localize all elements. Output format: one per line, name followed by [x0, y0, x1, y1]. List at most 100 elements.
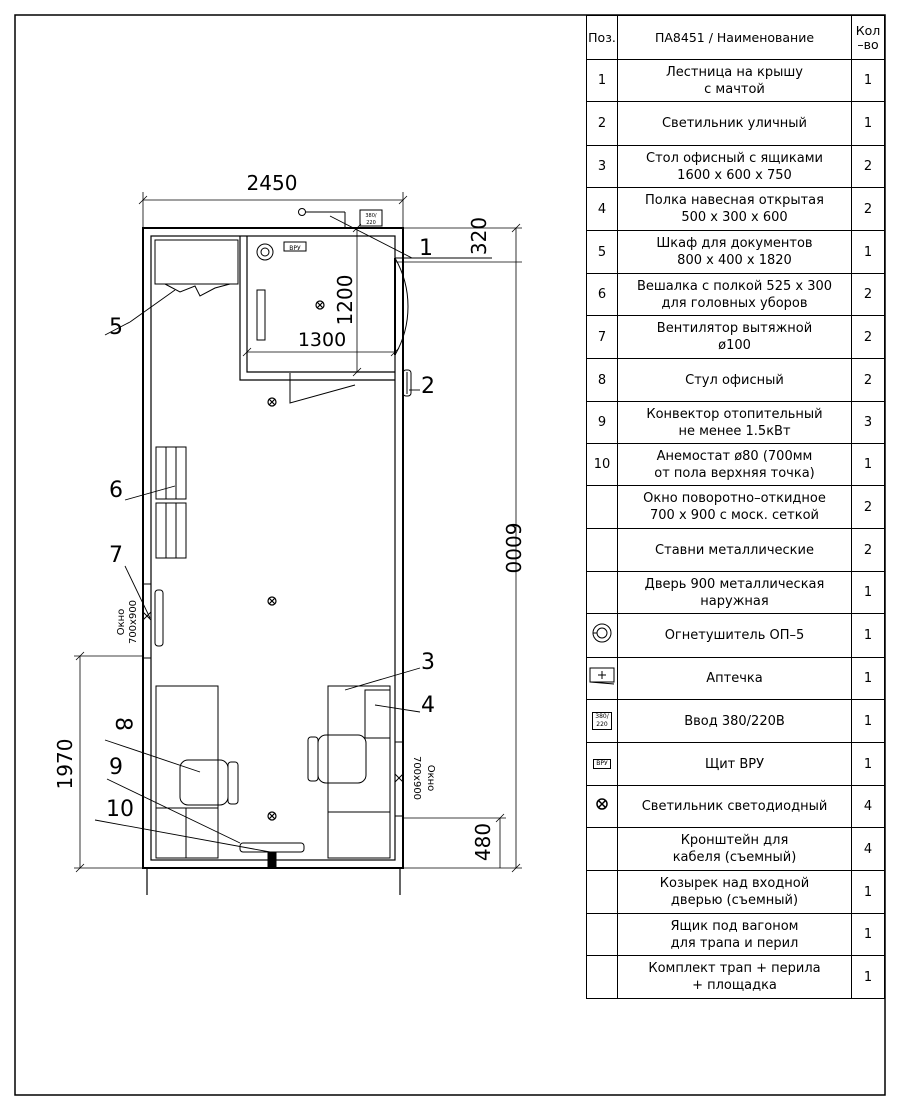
- row-pos: 4: [586, 187, 618, 231]
- dim-1970: 1970: [53, 739, 77, 790]
- row-name: Лестница на крышу с мачтой: [617, 59, 852, 102]
- dim-width: 2450: [247, 171, 298, 195]
- row-pos: [586, 955, 618, 999]
- office-furniture: [155, 685, 391, 859]
- vestibule-equipment: [256, 241, 307, 341]
- row-qty: 1: [851, 443, 885, 486]
- row-qty: 1: [851, 657, 885, 700]
- callout-6: 6: [109, 478, 123, 503]
- row-name: Ставни металлические: [617, 528, 852, 572]
- drawing-frame: [14, 14, 886, 1096]
- header-name: ПА8451 / Наименование: [617, 15, 852, 60]
- vru-panel-icon: ВРУ: [593, 759, 611, 769]
- row-name: Вентилятор вытяжной ø100: [617, 315, 852, 359]
- table-row: Окно поворотно–откидное 700 x 900 с моск…: [586, 485, 885, 529]
- row-pos: 5: [586, 230, 618, 274]
- row-name: Ящик под вагоном для трапа и перил: [617, 913, 852, 956]
- left-window-size: 700x900: [128, 600, 139, 644]
- header-pos: Поз.: [586, 15, 618, 60]
- row-pos: 8: [586, 358, 618, 402]
- row-name: Комплект трап + перила + площадка: [617, 955, 852, 999]
- row-name: Козырек над входной дверью (съемный): [617, 870, 852, 914]
- row-qty: 1: [851, 955, 885, 999]
- row-pos: [586, 657, 618, 700]
- callout-5: 5: [109, 315, 123, 340]
- callout-10: 10: [106, 797, 134, 822]
- vvod-label-top: 380/: [365, 213, 377, 219]
- callout-1: 1: [419, 236, 433, 261]
- row-pos: [586, 870, 618, 914]
- left-window: [142, 583, 164, 659]
- row-qty: 1: [851, 699, 885, 743]
- roof-ladder: [298, 208, 383, 228]
- row-pos: 9: [586, 401, 618, 444]
- row-name: Стол офисный с ящиками 1600 x 600 x 750: [617, 145, 852, 188]
- table-row: Кронштейн для кабеля (съемный)4: [586, 827, 885, 871]
- row-qty: 2: [851, 358, 885, 402]
- extinguisher-icon: [591, 622, 613, 649]
- row-name: Светильник уличный: [617, 101, 852, 146]
- row-pos: [586, 528, 618, 572]
- led-lights: [267, 300, 325, 821]
- row-qty: 4: [851, 785, 885, 828]
- row-name: Аптечка: [617, 657, 852, 700]
- row-qty: 3: [851, 401, 885, 444]
- dim-320: 320: [467, 217, 491, 255]
- convector-bottom: [239, 842, 305, 869]
- row-qty: 2: [851, 315, 885, 359]
- right-window-label: Окно: [425, 765, 436, 792]
- row-pos: ВРУ: [586, 742, 618, 786]
- row-name: Анемостат ø80 (700мм от пола верхняя точ…: [617, 443, 852, 486]
- vru-plan-label: ВРУ: [289, 245, 301, 252]
- row-qty: 1: [851, 913, 885, 956]
- table-row: Козырек над входной дверью (съемный)1: [586, 870, 885, 914]
- power-input-icon: 380/ 220: [592, 712, 612, 730]
- led-light-icon: [595, 797, 609, 816]
- right-window: [394, 741, 404, 817]
- row-qty: 1: [851, 742, 885, 786]
- row-qty: 1: [851, 571, 885, 614]
- row-qty: 2: [851, 145, 885, 188]
- row-pos: [586, 913, 618, 956]
- coat-racks: [155, 446, 187, 559]
- vvod-label-bottom: 220: [366, 220, 376, 226]
- row-name: Стул офисный: [617, 358, 852, 402]
- row-pos: [586, 827, 618, 871]
- table-header-row: Поз. ПА8451 / Наименование Кол –во: [586, 15, 885, 60]
- callout-2: 2: [421, 374, 435, 399]
- row-qty: 1: [851, 870, 885, 914]
- row-name: Полка навесная открытая 500 x 300 x 600: [617, 187, 852, 231]
- row-name: Шкаф для документов 800 x 400 x 1820: [617, 230, 852, 274]
- row-qty: 1: [851, 101, 885, 146]
- row-qty: 2: [851, 528, 885, 572]
- dim-length: 6000: [501, 523, 525, 574]
- row-qty: 1: [851, 230, 885, 274]
- row-pos: [586, 485, 618, 529]
- row-name: Дверь 900 металлическая наружная: [617, 571, 852, 614]
- row-pos: 3: [586, 145, 618, 188]
- callout-4: 4: [421, 693, 435, 718]
- callout-8: 8: [110, 717, 135, 731]
- row-name: Кронштейн для кабеля (съемный): [617, 827, 852, 871]
- row-qty: 2: [851, 273, 885, 316]
- row-pos: 2: [586, 101, 618, 146]
- first-aid-icon: [589, 667, 615, 690]
- dim-1300: 1300: [298, 329, 346, 351]
- row-qty: 2: [851, 485, 885, 529]
- row-name: Огнетушитель ОП–5: [617, 613, 852, 658]
